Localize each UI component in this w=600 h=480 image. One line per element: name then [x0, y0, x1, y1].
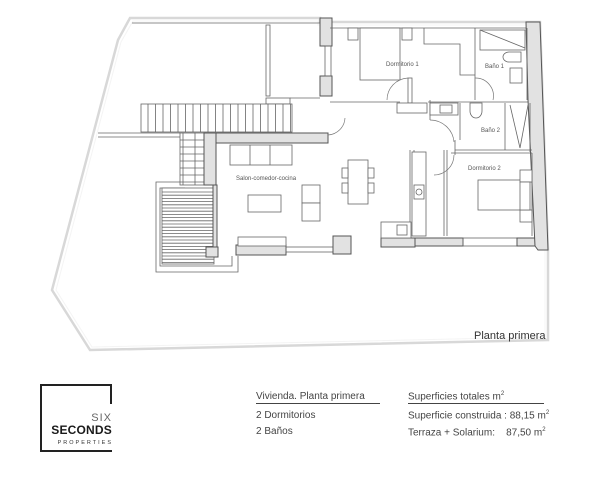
logo-seconds: SECONDS [51, 423, 112, 437]
upper-terrace [98, 22, 320, 138]
room-labels: Dormitorio 1 Baño 1 Baño 2 Dormitorio 2 … [236, 62, 505, 182]
lot-boundary [50, 16, 550, 352]
kitchen-units [380, 151, 427, 239]
logo-six: SIX [91, 412, 112, 424]
terraza-solarium-text: Terraza + Solarium: 87,50 m [408, 426, 543, 438]
superficies-header-sup: 2 [500, 391, 505, 397]
superficie-construida-text: Superficie construida : 88,15 m [408, 410, 546, 422]
terraza-solarium: Terraza + Solarium: 87,50 m2 [408, 427, 549, 438]
terraza-solarium-sup: 2 [542, 426, 546, 433]
plan-title: Planta primera [474, 330, 546, 342]
horizontal-stair [140, 103, 293, 133]
superficie-construida: Superficie construida : 88,15 m2 [408, 410, 549, 421]
vivienda-banos: 2 Baños [256, 426, 293, 437]
superficie-construida-sup: 2 [545, 410, 550, 417]
logo-frame-right [110, 384, 112, 404]
apartment-walls [203, 17, 549, 258]
vertical-stair [179, 132, 205, 186]
room-label-bano-2: Baño 2 [481, 128, 501, 134]
vivienda-summary: Vivienda. Planta primera 2 Dormitorios 2… [256, 391, 380, 442]
floor-plan: Dormitorio 1 Baño 1 Baño 2 Dormitorio 2 … [50, 16, 550, 352]
superficies-header: Superficies totales m2 [408, 391, 544, 405]
room-label-salon: Salon-comedor-cocina [236, 176, 297, 182]
logo-properties: PROPERTIES [57, 440, 113, 446]
superficies-summary: Superficies totales m2 Superficie constr… [408, 391, 549, 443]
lower-deck [155, 181, 239, 273]
room-label-dormitorio-2: Dormitorio 2 [468, 166, 501, 172]
room-label-bano-1: Baño 1 [485, 64, 505, 70]
bath-1-fixtures [479, 29, 526, 84]
bedroom-1-furniture [347, 27, 494, 104]
logo-frame [40, 384, 112, 452]
room-label-dormitorio-1: Dormitorio 1 [386, 62, 419, 68]
bath-2-fixtures [396, 102, 529, 149]
six-seconds-logo: SIX SECONDS PROPERTIES [40, 384, 112, 454]
vivienda-header: Vivienda. Planta primera [256, 391, 380, 404]
superficies-header-text: Superficies totales m [408, 391, 501, 403]
living-room-furniture [229, 117, 375, 247]
bedroom-2-furniture [433, 140, 533, 223]
vivienda-dormitorios: 2 Dormitorios [256, 410, 316, 421]
